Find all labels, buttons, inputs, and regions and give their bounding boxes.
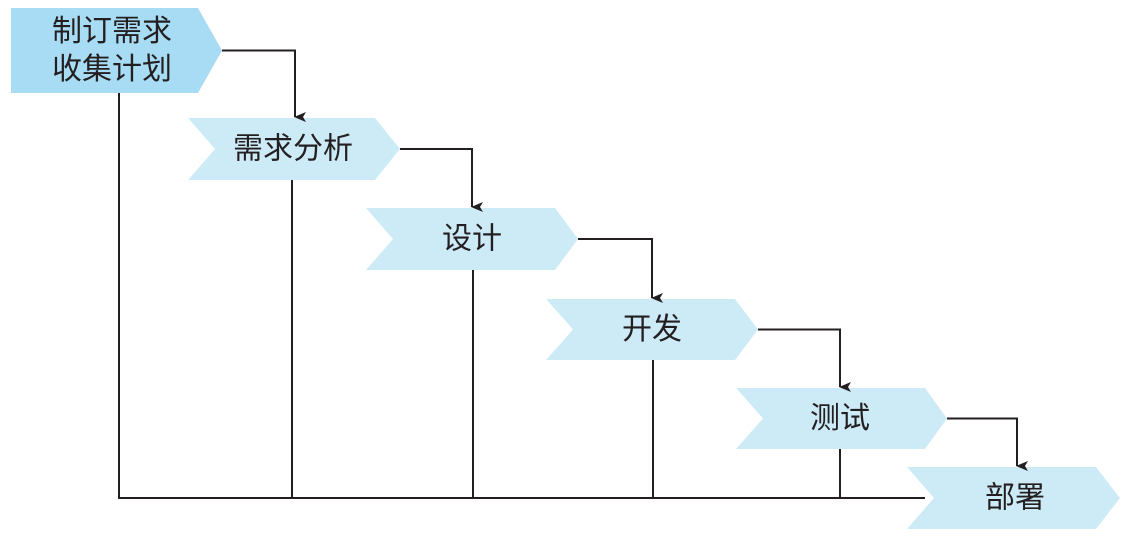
stage-label-plan: 收集计划 [52, 52, 172, 87]
feedback-bus [118, 93, 925, 499]
stage-label-develop: 开发 [622, 312, 682, 347]
flow-arrow-plan-to-analysis [222, 49, 306, 122]
stage-shape-develop [546, 299, 758, 360]
stage-shape-analysis [188, 118, 400, 180]
flow-arrow-design-to-develop [578, 238, 663, 303]
stage-shape-plan [11, 8, 222, 93]
flow-arrow-test-to-deploy [947, 417, 1028, 471]
flow-arrow-analysis-to-design [400, 148, 483, 212]
stage-shape-design [366, 208, 578, 270]
stage-label-design: 设计 [442, 222, 502, 257]
stage-label-deploy: 部署 [985, 481, 1045, 516]
stage-shape-test [736, 388, 947, 449]
stage-shape-deploy [907, 467, 1120, 529]
stage-label-plan: 制订需求 [52, 14, 172, 49]
stage-label-analysis: 需求分析 [233, 132, 353, 167]
flow-arrow-develop-to-test [758, 328, 851, 392]
stage-label-test: 测试 [810, 401, 870, 436]
